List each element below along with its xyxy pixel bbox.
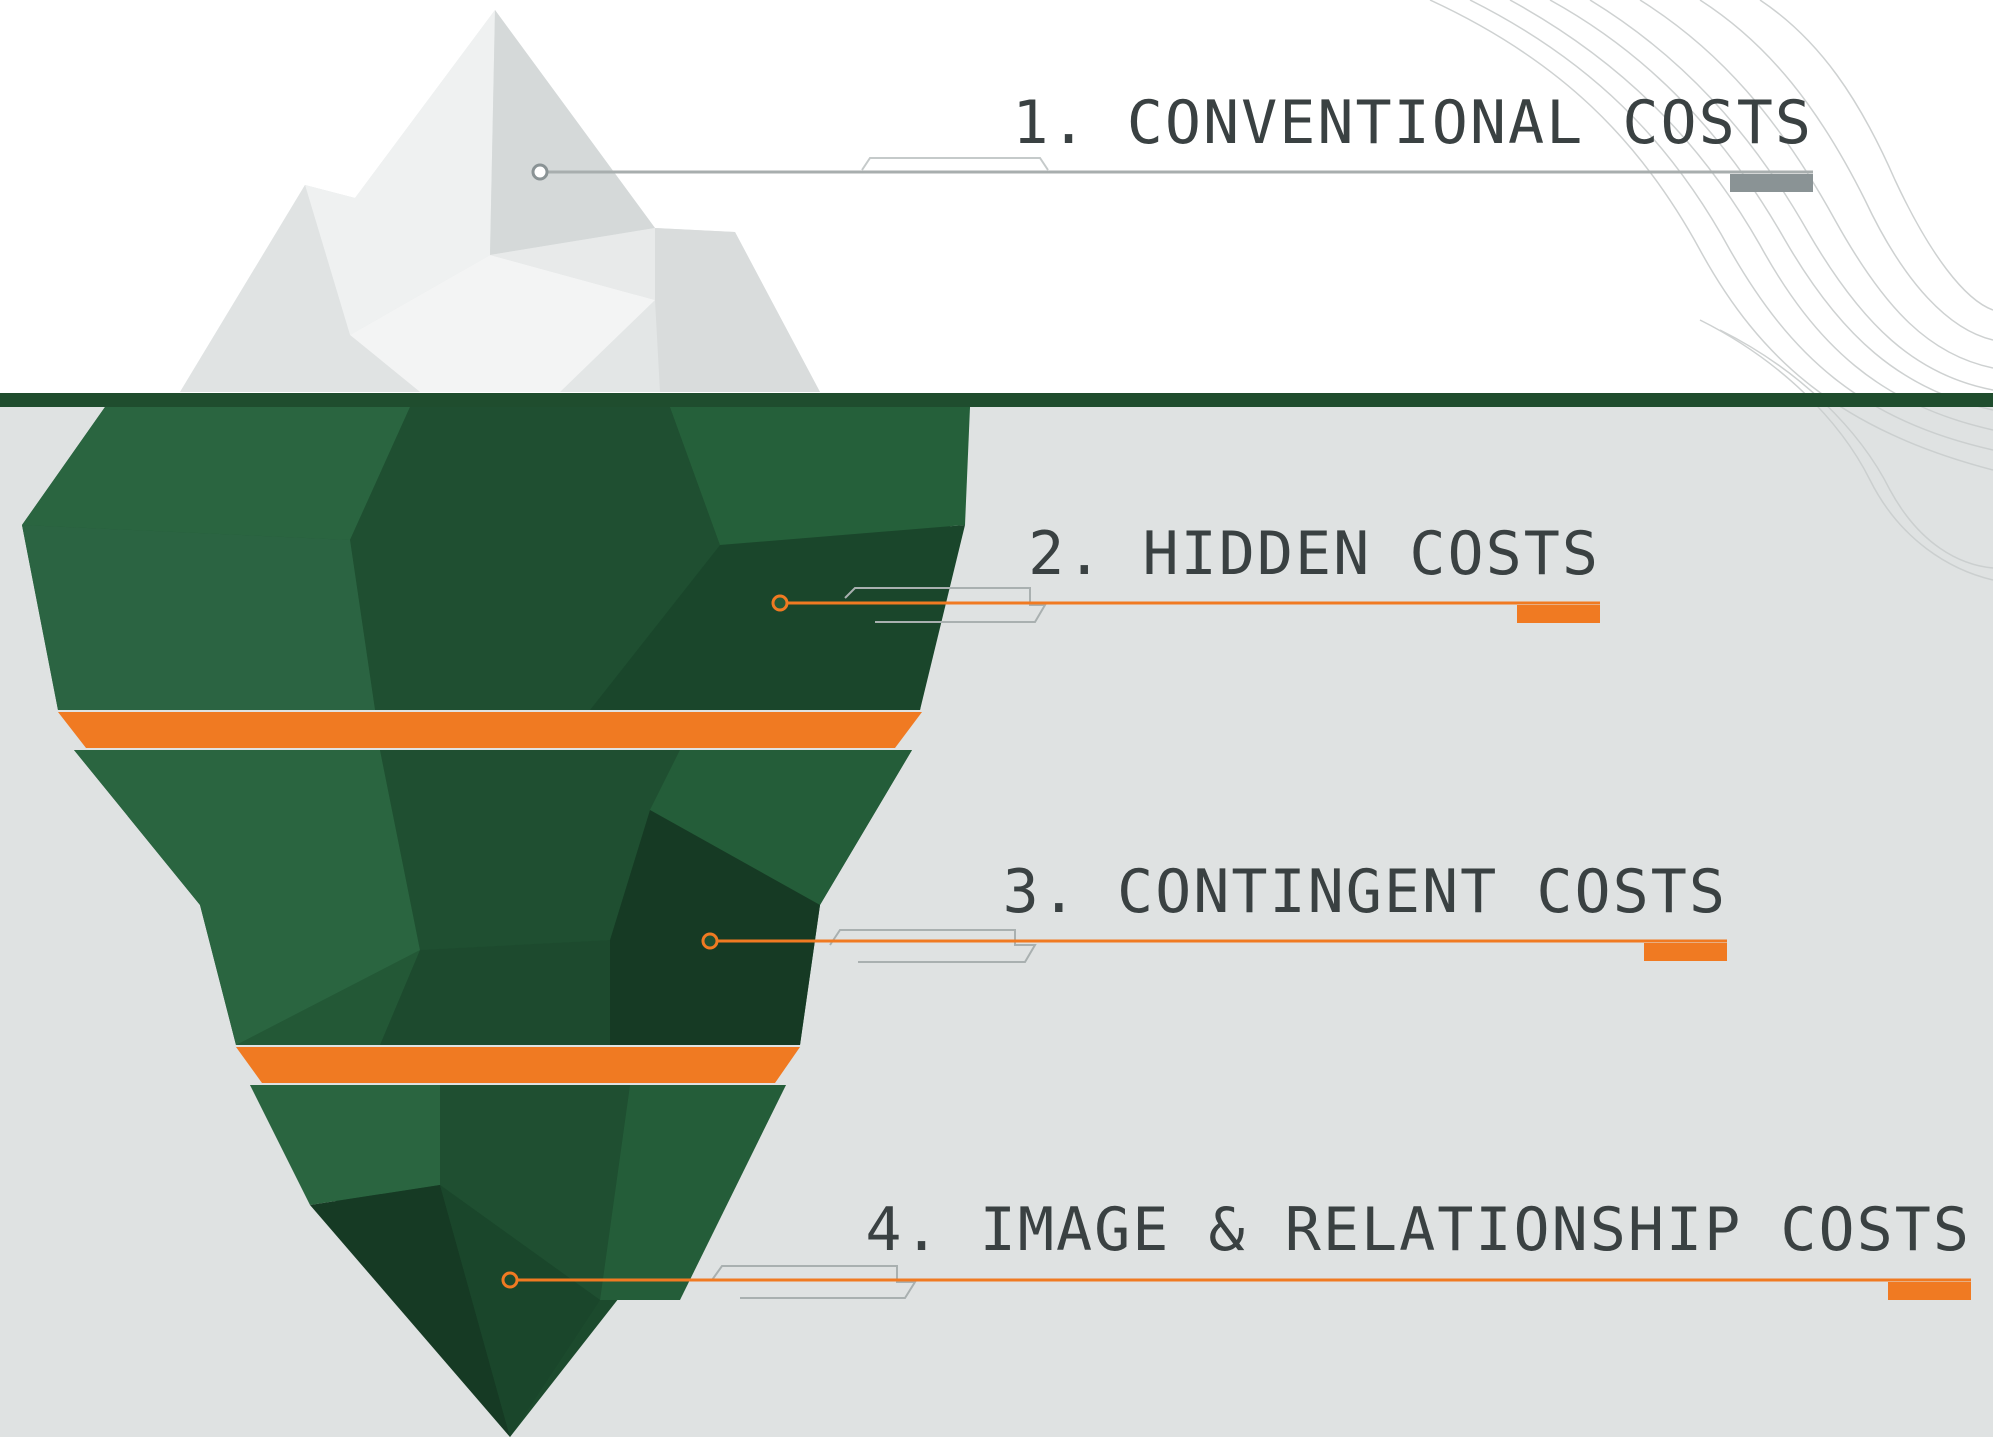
leader-hidden — [771, 594, 1600, 623]
orange-band-2 — [236, 1047, 800, 1083]
label-contingent-costs: 3. CONTINGENT COSTS — [1002, 857, 1727, 927]
iceberg-section-hidden — [22, 407, 970, 710]
leader-image — [501, 1271, 1971, 1300]
leader-contingent — [701, 932, 1727, 961]
label-image-relationship-costs: 4. IMAGE & RELATIONSHIP COSTS — [865, 1195, 1971, 1265]
leader-conventional — [531, 163, 1813, 192]
iceberg-section-contingent — [74, 750, 912, 1045]
connector-brackets — [711, 157, 1049, 1299]
orange-band-1 — [58, 712, 922, 748]
contour-lines — [1429, 0, 1993, 581]
iceberg-section-image — [250, 1085, 786, 1437]
label-hidden-costs: 2. HIDDEN COSTS — [1028, 519, 1600, 589]
waterline — [0, 393, 1993, 407]
iceberg-tip — [180, 10, 820, 392]
label-conventional-costs: 1. CONVENTIONAL COSTS — [1012, 88, 1813, 158]
